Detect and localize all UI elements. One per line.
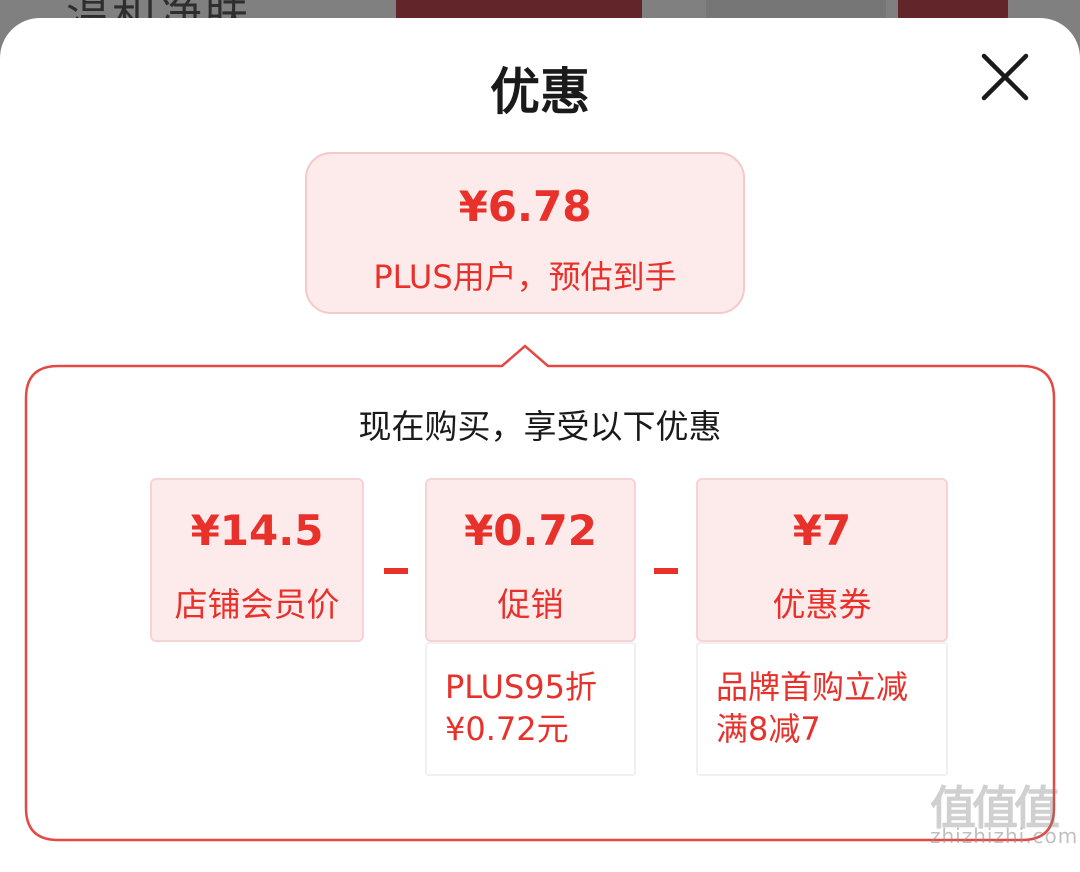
card-label: 优惠券 — [772, 585, 872, 624]
close-button[interactable] — [978, 50, 1032, 104]
watermark-logo: 值值值 — [930, 781, 1060, 835]
watermark-text: zhizhizhi.com — [930, 824, 1079, 848]
member-price-card: ¥14.5 店铺会员价 — [150, 478, 364, 642]
coupon-detail-line: 满8减7 — [716, 710, 821, 748]
background-thumbnail — [396, 0, 642, 22]
coupon-detail: 品牌首购立减 满8减7 — [696, 642, 948, 776]
estimated-price-caption: PLUS用户，预估到手 — [373, 258, 677, 296]
card-amount: ¥14.5 — [190, 506, 324, 555]
promotion-detail: PLUS95折 ¥0.72元 — [425, 642, 636, 776]
card-amount: ¥0.72 — [464, 506, 597, 555]
coupon-detail-line: 品牌首购立减 — [716, 668, 909, 706]
background-thumbnail — [706, 0, 886, 22]
coupon-card: ¥7 优惠券 — [696, 478, 948, 642]
card-amount: ¥7 — [792, 506, 852, 555]
minus-operator — [384, 568, 408, 574]
estimated-price: ¥6.78 — [458, 182, 592, 231]
breakdown-heading: 现在购买，享受以下优惠 — [358, 407, 722, 446]
card-label: 促销 — [497, 585, 564, 624]
sheet-title: 优惠 — [490, 63, 590, 121]
card-label: 店铺会员价 — [174, 585, 340, 624]
minus-operator — [654, 568, 678, 574]
promotion-card: ¥0.72 促销 — [425, 478, 636, 642]
promotion-detail-line: PLUS95折 — [445, 668, 597, 706]
close-icon — [981, 53, 1029, 101]
background-thumbnail — [898, 0, 1008, 22]
estimated-price-bubble: ¥6.78 PLUS用户，预估到手 — [305, 152, 745, 314]
promotion-detail-line: ¥0.72元 — [445, 710, 569, 748]
